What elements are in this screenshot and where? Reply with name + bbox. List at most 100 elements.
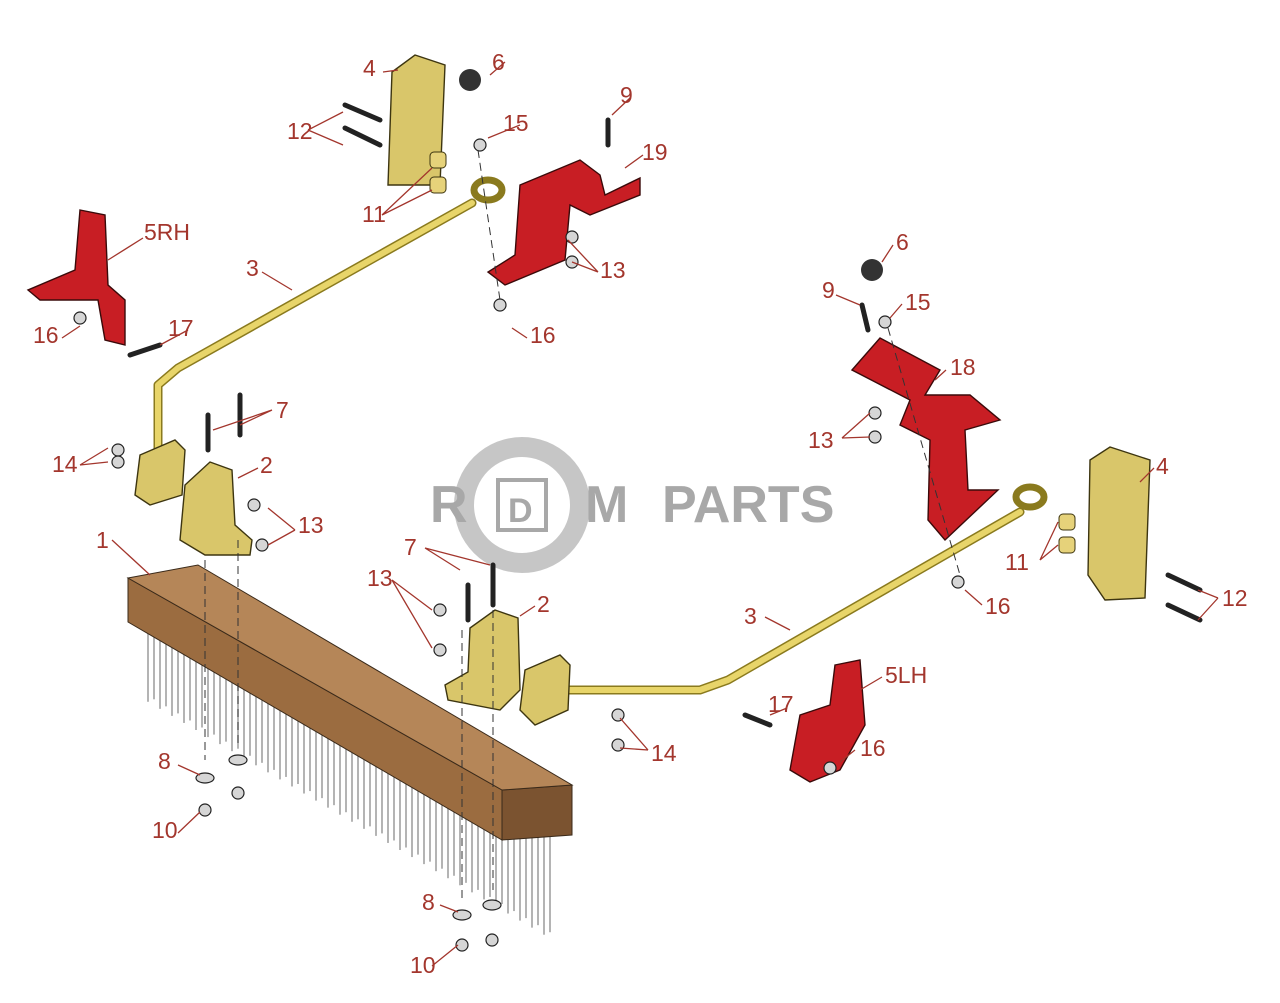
nut <box>868 430 882 444</box>
bolt <box>742 712 773 728</box>
rdm-parts-watermark: R D M PARTS <box>430 437 834 573</box>
bolt <box>127 342 163 358</box>
callout-3: 3 <box>744 603 757 629</box>
washer <box>195 772 215 784</box>
assembly-centerline <box>887 327 961 576</box>
rod-right <box>540 483 1048 695</box>
mount-plate-4-right <box>1087 446 1151 601</box>
callout-16: 16 <box>860 735 886 761</box>
bracket-19 <box>486 159 641 286</box>
knob-bolt <box>459 69 481 91</box>
nut <box>473 138 487 152</box>
callout-12: 12 <box>287 118 313 144</box>
hardware <box>73 69 1203 952</box>
callout-13: 13 <box>367 565 393 591</box>
callout-9: 9 <box>822 277 835 303</box>
callout-6: 6 <box>896 229 909 255</box>
callout-11: 11 <box>1005 549 1029 575</box>
callout-7: 7 <box>276 397 289 423</box>
watermark-d: D <box>508 492 533 530</box>
callout-14: 14 <box>651 740 677 766</box>
callout-14: 14 <box>52 451 78 477</box>
nut <box>611 738 625 752</box>
callout-13: 13 <box>600 257 626 283</box>
pivot-plate-left <box>134 439 186 506</box>
nut <box>493 298 507 312</box>
callout-13: 13 <box>298 512 324 538</box>
callout-17: 17 <box>168 315 194 341</box>
callout-4: 4 <box>363 55 376 81</box>
watermark-parts: PARTS <box>662 476 834 534</box>
callout-labels: 4 6 12 15 9 19 11 13 5RH 3 16 17 16 14 7… <box>33 49 1248 978</box>
callout-11: 11 <box>362 201 386 227</box>
callout-6: 6 <box>492 49 505 75</box>
nut <box>878 315 892 329</box>
bolt <box>342 102 383 123</box>
nut <box>73 311 87 325</box>
nut <box>231 786 245 800</box>
callout-2: 2 <box>537 591 550 617</box>
bushing <box>429 176 447 194</box>
bracket-2-middle <box>444 609 521 711</box>
callout-17: 17 <box>768 691 794 717</box>
nut <box>433 643 447 657</box>
pivot-plate-right <box>519 654 571 726</box>
callout-8: 8 <box>158 748 171 774</box>
callout-10: 10 <box>410 952 436 978</box>
callout-9: 9 <box>620 82 633 108</box>
leader-lines <box>61 61 1219 967</box>
nut <box>255 538 269 552</box>
callout-18: 18 <box>950 354 976 380</box>
knob-bolt <box>861 259 883 281</box>
nut <box>485 933 499 947</box>
bushing <box>1058 536 1076 554</box>
callout-2: 2 <box>260 452 273 478</box>
mount-plate-4-left <box>387 54 446 186</box>
bracket-2-left <box>179 461 253 556</box>
callout-19: 19 <box>642 139 668 165</box>
bolt <box>1165 572 1203 593</box>
brush-assembly <box>126 564 574 935</box>
nut <box>433 603 447 617</box>
nut <box>951 575 965 589</box>
bushing <box>1058 513 1076 531</box>
nut <box>823 761 837 775</box>
callout-5rh: 5RH <box>144 219 190 245</box>
nut <box>111 443 125 457</box>
nut <box>868 406 882 420</box>
watermark-logo-ring <box>454 437 590 573</box>
bracket-5lh <box>789 659 866 783</box>
callout-15: 15 <box>905 289 931 315</box>
callout-13: 13 <box>808 427 834 453</box>
callout-15: 15 <box>503 110 529 136</box>
brush-block-top <box>126 564 574 791</box>
callout-10: 10 <box>152 817 178 843</box>
watermark-m: M <box>585 476 628 534</box>
watermark-r: R <box>430 476 468 534</box>
bolt <box>342 125 383 148</box>
bolt <box>859 302 871 333</box>
callout-8: 8 <box>422 889 435 915</box>
nut <box>565 230 579 244</box>
callout-16: 16 <box>985 593 1011 619</box>
callout-3: 3 <box>246 255 259 281</box>
callout-1: 1 <box>96 527 109 553</box>
brush-block-end <box>501 784 573 841</box>
nut <box>247 498 261 512</box>
bracket-5rh <box>26 209 126 346</box>
callout-4: 4 <box>1156 453 1169 479</box>
nut <box>455 938 469 952</box>
callout-7: 7 <box>404 534 417 560</box>
callout-5lh: 5LH <box>885 662 927 688</box>
bolt <box>1165 602 1203 623</box>
washer <box>228 754 248 766</box>
callout-16: 16 <box>33 322 59 348</box>
nut <box>198 803 212 817</box>
callout-12: 12 <box>1222 585 1248 611</box>
callout-16: 16 <box>530 322 556 348</box>
nut <box>111 455 125 469</box>
rod-left <box>153 176 506 500</box>
bushing <box>429 151 447 169</box>
bracket-18 <box>850 337 1002 542</box>
